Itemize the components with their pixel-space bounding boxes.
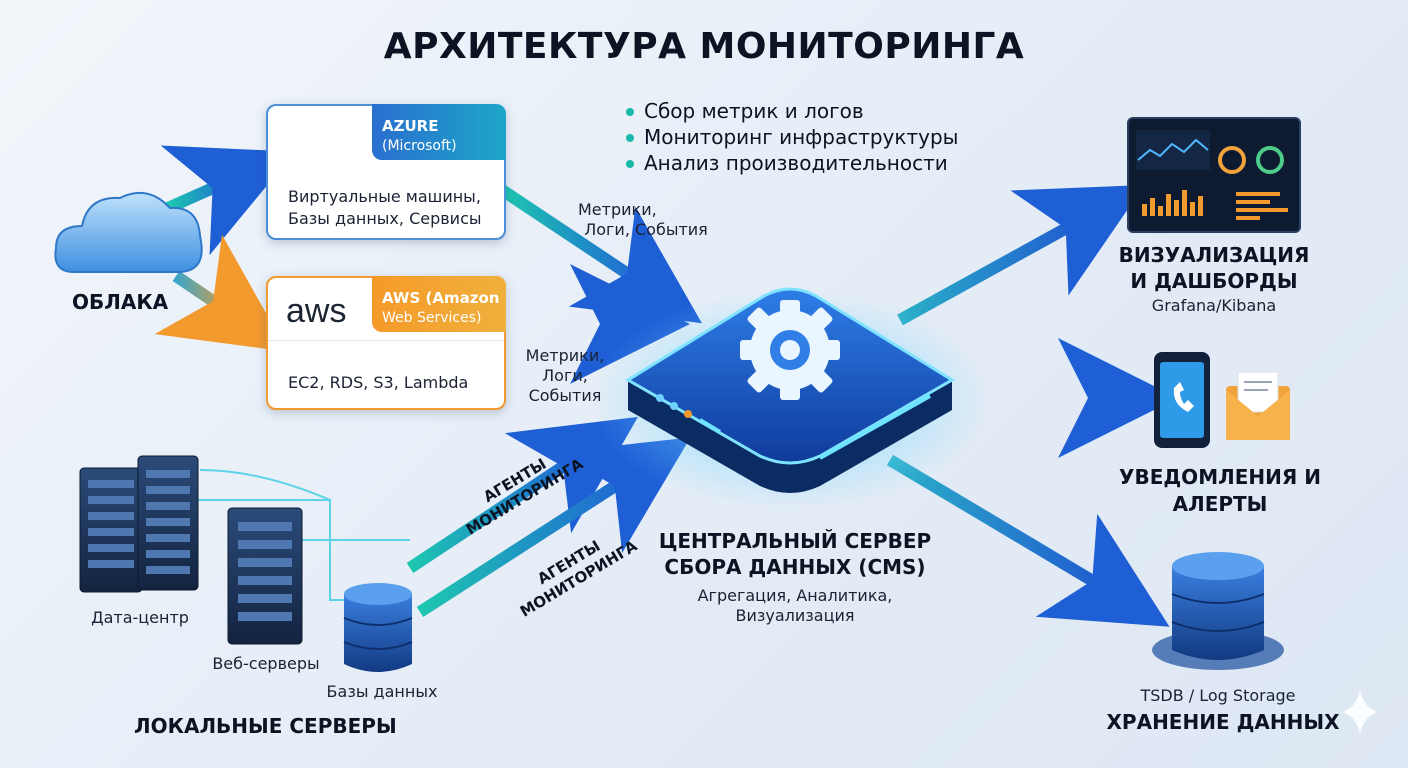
local-servers-label: ЛОКАЛЬНЫЕ СЕРВЕРЫ: [134, 714, 397, 738]
arrow-cms-to-viz: [897, 185, 1145, 326]
arrow-clouds-to-aws: [154, 234, 288, 352]
viz-subtitle: Grafana/Kibana: [1151, 296, 1277, 315]
aws-desc: EC2, RDS, S3, Lambda: [288, 373, 469, 392]
sparkle-icon: [1342, 690, 1378, 734]
connector-line: [199, 469, 331, 501]
cms-title: ЦЕНТРАЛЬНЫЙ СЕРВЕР СБОРА ДАННЫХ (CMS): [630, 528, 960, 580]
aws-divider: [268, 340, 504, 341]
viz-title-line: И ДАШБОРДЫ: [1130, 269, 1298, 293]
alerts-title-line: УВЕДОМЛЕНИЯ И: [1119, 465, 1321, 489]
cloud-icon: [54, 191, 203, 273]
gear-icon: [740, 300, 840, 400]
arrow-clouds-to-azure: [160, 145, 295, 256]
flow-label-line: Логи,: [542, 366, 588, 385]
aws-tag: AWS (Amazon Web Services): [372, 276, 506, 332]
azure-desc-line: Базы данных, Сервисы: [288, 209, 482, 228]
aws-name: AWS (Amazon: [382, 289, 500, 307]
alerts-title: УВЕДОМЛЕНИЯ И АЛЕРТЫ: [1100, 464, 1340, 518]
azure-sub: (Microsoft): [382, 138, 457, 154]
web-servers-label: Веб-серверы: [212, 654, 320, 673]
azure-desc: Виртуальные машины, Базы данных, Сервисы: [288, 186, 482, 230]
phone-icon: [1154, 352, 1210, 448]
azure-flow-label: Метрики, Логи, События: [566, 200, 726, 240]
local-database-icon: [343, 583, 413, 672]
aws-card: aws AWS (Amazon Web Services) EC2, RDS, …: [266, 276, 506, 410]
datacenter-label: Дата-центр: [91, 608, 189, 627]
arrow-cms-to-storage: [886, 454, 1170, 627]
feature-list: Сбор метрик и логов Мониторинг инфрастру…: [626, 98, 958, 176]
feature-item: Анализ производительности: [626, 150, 958, 176]
azure-card: AZURE (Microsoft) Виртуальные машины, Ба…: [266, 104, 506, 240]
envelope-icon: [1226, 371, 1290, 440]
flow-label-line: События: [528, 386, 602, 405]
arrow-agents-2: [416, 437, 691, 618]
storage-title: ХРАНЕНИЕ ДАННЫХ: [1106, 710, 1340, 734]
feature-item: Сбор метрик и логов: [626, 98, 958, 124]
dashboard-icon: [1127, 117, 1301, 233]
cms-title-line: СБОРА ДАННЫХ (CMS): [664, 555, 926, 579]
aws-logo-text: aws: [286, 292, 347, 330]
storage-subtitle: TSDB / Log Storage: [1140, 686, 1296, 705]
cms-subtitle-line: Визуализация: [735, 606, 855, 625]
databases-label: Базы данных: [326, 682, 438, 701]
flow-label-line: Логи, События: [584, 220, 708, 239]
viz-title-line: ВИЗУАЛИЗАЦИЯ: [1118, 243, 1310, 267]
azure-name: AZURE: [382, 117, 439, 135]
storage-database-icon: [1152, 552, 1284, 670]
aws-sub: Web Services): [382, 310, 482, 326]
datacenter-server-icon: [79, 455, 199, 593]
azure-tag: AZURE (Microsoft): [372, 104, 506, 160]
page-title: АРХИТЕКТУРА МОНИТОРИНГА: [383, 26, 1025, 67]
cms-subtitle: Агрегация, Аналитика, Визуализация: [660, 586, 930, 626]
clouds-label: ОБЛАКА: [72, 290, 169, 314]
alerts-title-line: АЛЕРТЫ: [1172, 492, 1268, 516]
viz-title: ВИЗУАЛИЗАЦИЯ И ДАШБОРДЫ: [1104, 242, 1324, 294]
web-server-icon: [227, 507, 303, 645]
cms-subtitle-line: Агрегация, Аналитика,: [697, 586, 893, 605]
aws-flow-label: Метрики, Логи, События: [520, 346, 610, 406]
azure-desc-line: Виртуальные машины,: [288, 187, 481, 206]
feature-item: Мониторинг инфраструктуры: [626, 124, 958, 150]
flow-label-line: Метрики,: [525, 346, 605, 365]
cms-title-line: ЦЕНТРАЛЬНЫЙ СЕРВЕР: [658, 529, 932, 553]
flow-label-line: Метрики,: [578, 200, 657, 219]
